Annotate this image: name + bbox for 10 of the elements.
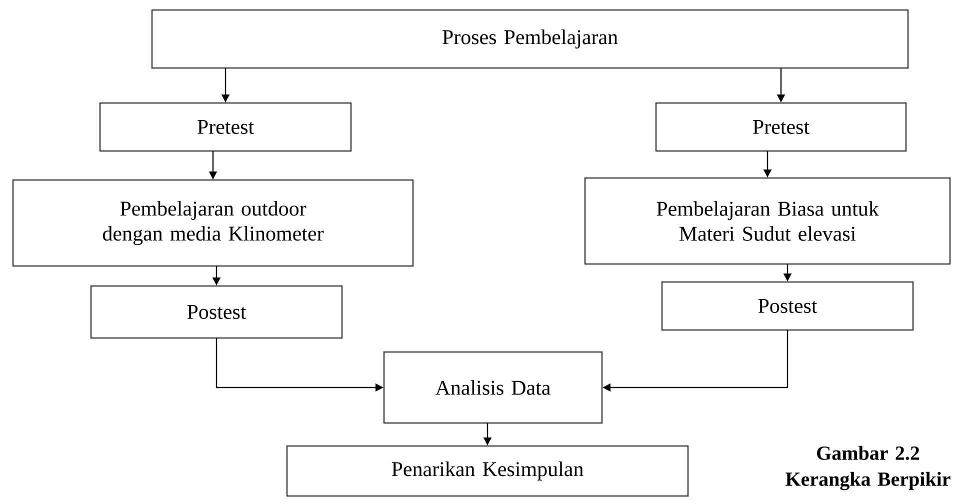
process-box: Penarikan Kesimpulan bbox=[286, 446, 688, 496]
figure-caption: Gambar 2.2 Kerangka Berpikir bbox=[786, 446, 950, 490]
process-box: Proses Pembelajaran bbox=[152, 10, 908, 68]
process-box: Pretest bbox=[100, 102, 352, 152]
process-box: Pretest bbox=[656, 102, 906, 152]
process-box: Analisis Data bbox=[384, 352, 602, 424]
process-box: Postest bbox=[90, 286, 342, 338]
process-box: Pembelajaran outdoor dengan media Klinometer bbox=[12, 180, 414, 266]
process-box: Postest bbox=[662, 282, 914, 330]
process-box: Pembelajaran Biasa untuk Materi Sudut elevasi bbox=[584, 178, 950, 264]
